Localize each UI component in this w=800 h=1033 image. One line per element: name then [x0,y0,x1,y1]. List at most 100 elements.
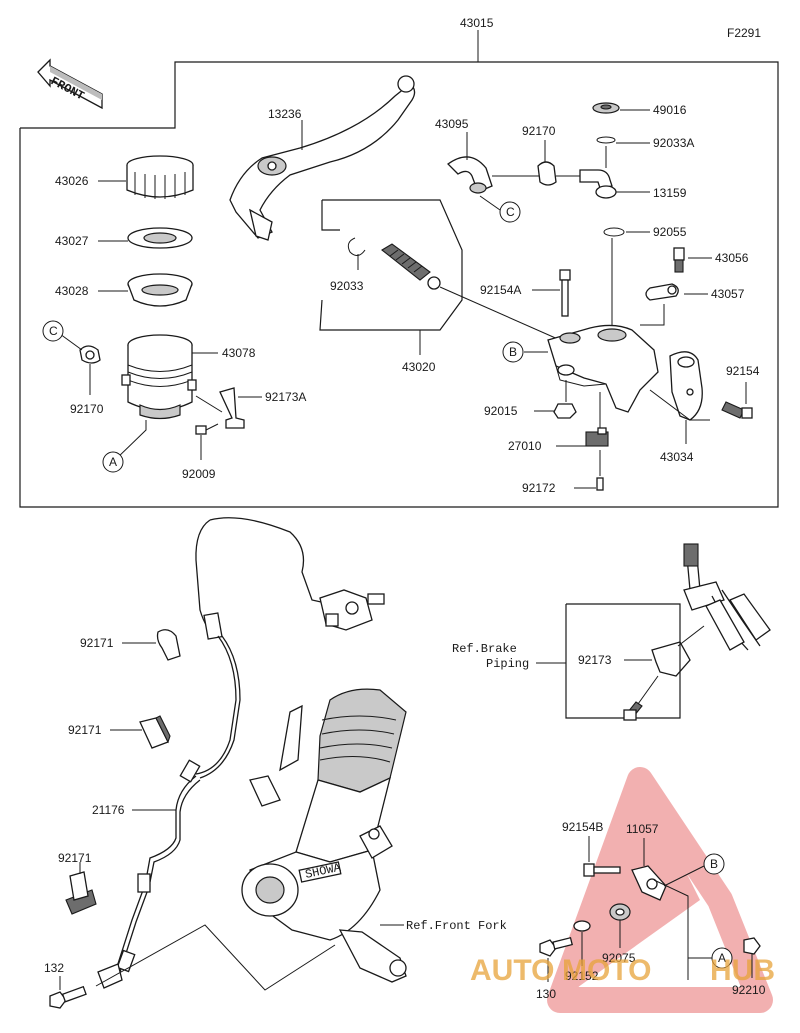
label-49016: 49016 [653,103,687,117]
reservoir-hose [447,156,493,194]
ref-front-fork: Ref.Front Fork [406,919,507,933]
nut-92015 [553,403,577,419]
link-43057 [645,283,679,301]
callout-c-left-text: C [49,324,58,338]
label-92033A: 92033A [653,136,694,150]
label-92173A: 92173A [265,390,306,404]
label-132: 132 [44,961,64,975]
label-92210: 92210 [732,983,766,997]
callout-b-bottom [703,853,725,875]
watermark-text: AUTO MOTO HUB [470,954,775,987]
screw-bracket [623,701,643,721]
bracket-11057 [631,865,667,901]
grommet-92075 [609,903,631,921]
label-43026: 43026 [55,174,89,188]
label-43027: 43027 [55,234,89,248]
front-fork [241,688,407,983]
assembly-frame [19,61,779,508]
label-92170-left: 92170 [70,402,104,416]
brake-lever [229,75,416,241]
clip-92171-a [156,629,181,661]
clip-92171-c [65,871,97,915]
label-92171-c: 92171 [58,851,92,865]
callout-b-top [502,341,524,363]
cap-49016 [592,102,620,114]
bolt-92154 [721,401,753,419]
circlip-92033A [596,136,616,144]
reservoir-cap [126,155,194,199]
diaphragm-plate [127,227,193,249]
label-92171-b: 92171 [68,723,102,737]
callout-a-left [102,451,124,473]
nut-92210 [743,937,761,955]
label-27010: 27010 [508,439,542,453]
reservoir-tank [121,334,197,420]
callout-a-left-text: A [109,455,117,469]
label-92173: 92173 [578,653,612,667]
brake-switch [585,427,609,447]
label-92033: 92033 [330,279,364,293]
label-43020: 43020 [402,360,436,374]
callout-c-left [42,320,64,342]
callout-a-bottom-text: A [718,951,726,965]
bolt-92154B [583,863,621,877]
bleeder-43056 [673,247,685,273]
circlip-92033 [347,237,366,256]
reservoir-fitting [579,169,617,199]
holder-43034 [669,351,703,421]
label-92171-a: 92171 [80,636,114,650]
bolt-130 [539,936,573,957]
label-43057: 43057 [711,287,745,301]
label-21176: 21176 [92,803,125,817]
ref-brake-line2: Piping [486,657,529,671]
watermark-auto: AUTO [470,954,554,987]
bolt-92154A [559,269,571,317]
reservoir-clamp [195,387,245,429]
label-92055: 92055 [653,225,687,239]
label-92154A: 92154A [480,283,521,297]
ref-brake-line1: Ref.Brake [452,642,517,656]
hose-clamp-top [537,161,557,186]
bracket-92173 [651,625,705,677]
label-13159: 13159 [653,186,687,200]
callout-b-bottom-text: B [710,857,718,871]
collar-92152 [573,920,591,932]
watermark-moto: MOTO [562,954,651,987]
front-arrow-icon: FRONT [37,58,103,110]
screw-92009 [195,423,219,435]
label-11057: 11057 [626,822,659,836]
label-130: 130 [536,987,556,1001]
label-92152: 92152 [565,969,599,983]
clip-92171-b [139,715,171,749]
label-92075: 92075 [602,951,636,965]
label-43078: 43078 [222,346,256,360]
callout-c-hose [499,201,521,223]
screw-92172 [596,477,604,491]
sensor-fitting [319,589,385,631]
label-92154: 92154 [726,364,760,378]
label-92015: 92015 [484,404,518,418]
label-43015: 43015 [460,16,494,30]
brake-piping [683,543,771,651]
label-43034: 43034 [660,450,694,464]
master-cylinder-body [547,324,659,413]
oring-92055 [603,227,625,237]
label-92154B: 92154B [562,820,603,834]
label-43095: 43095 [435,117,469,131]
piston-spring [381,243,441,290]
label-92172: 92172 [522,481,556,495]
diaphragm [127,273,193,307]
label-92009: 92009 [182,467,216,481]
bolt-132 [49,985,87,1009]
label-43056: 43056 [715,251,749,265]
figure-id: F2291 [727,26,761,40]
callout-b-top-text: B [509,345,517,359]
callout-a-bottom [711,947,733,969]
callout-c-hose-text: C [506,205,515,219]
label-13236: 13236 [268,107,302,121]
label-43028: 43028 [55,284,89,298]
hose-clamp-left [79,345,101,364]
watermark-hub: HUB [710,954,775,987]
label-92170-top: 92170 [522,124,556,138]
